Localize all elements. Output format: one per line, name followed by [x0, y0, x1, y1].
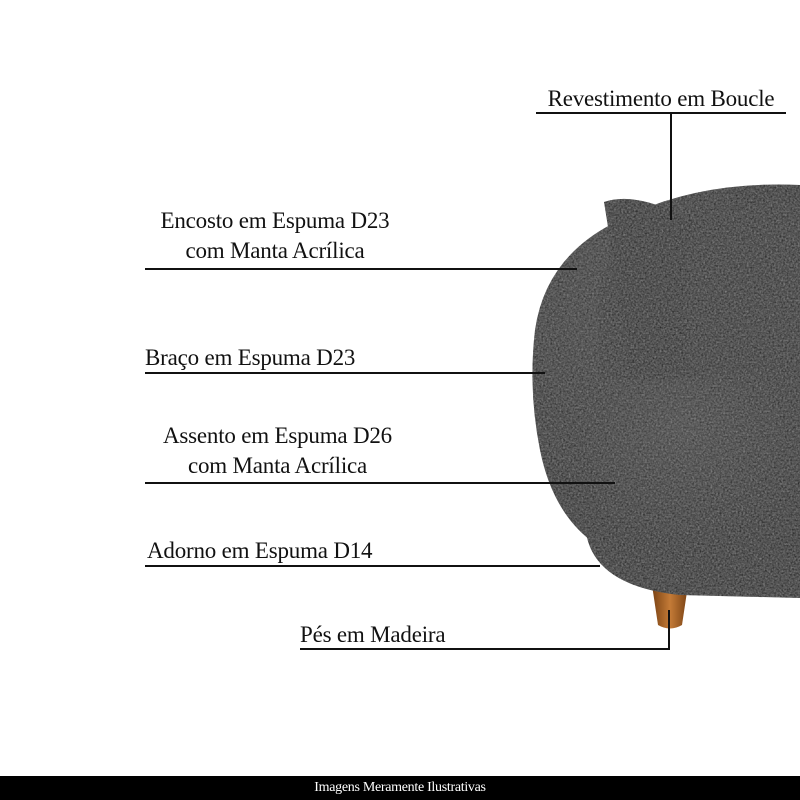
footer-bar: Imagens Meramente Ilustrativas	[0, 776, 800, 800]
label-braco: Braço em Espuma D23	[145, 343, 377, 373]
label-assento-line2: com Manta Acrílica	[187, 453, 368, 478]
label-adorno-text: Adorno em Espuma D14	[147, 538, 373, 563]
label-braco-text: Braço em Espuma D23	[145, 345, 356, 370]
leader-assento	[145, 482, 615, 484]
back-pillow-right	[684, 199, 800, 380]
label-encosto-line2: com Manta Acrílica	[185, 238, 365, 263]
label-assento-line1: Assento em Espuma D26	[163, 423, 392, 448]
leader-encosto	[145, 268, 577, 270]
leader-pes-horizontal	[300, 648, 670, 650]
label-encosto: Encosto em Espuma D23 com Manta Acrílica	[140, 206, 410, 266]
leader-revestimento-horizontal	[536, 112, 786, 114]
leader-revestimento-vertical	[670, 112, 672, 220]
leader-pes-vertical	[668, 610, 670, 649]
footer-disclaimer: Imagens Meramente Ilustrativas	[314, 780, 486, 795]
leader-adorno	[145, 565, 600, 567]
wooden-foot	[652, 585, 688, 629]
label-adorno: Adorno em Espuma D14	[147, 536, 407, 566]
label-pes: Pés em Madeira	[300, 620, 470, 650]
leader-braco	[145, 372, 545, 374]
label-encosto-line1: Encosto em Espuma D23	[160, 208, 390, 233]
back-pillow-left	[604, 198, 700, 378]
label-revestimento-text: Revestimento em Boucle	[547, 86, 775, 111]
seat-cushion	[584, 374, 800, 550]
label-assento: Assento em Espuma D26 com Manta Acrílica	[140, 421, 415, 481]
label-pes-text: Pés em Madeira	[300, 622, 446, 647]
label-revestimento: Revestimento em Boucle	[536, 84, 786, 114]
